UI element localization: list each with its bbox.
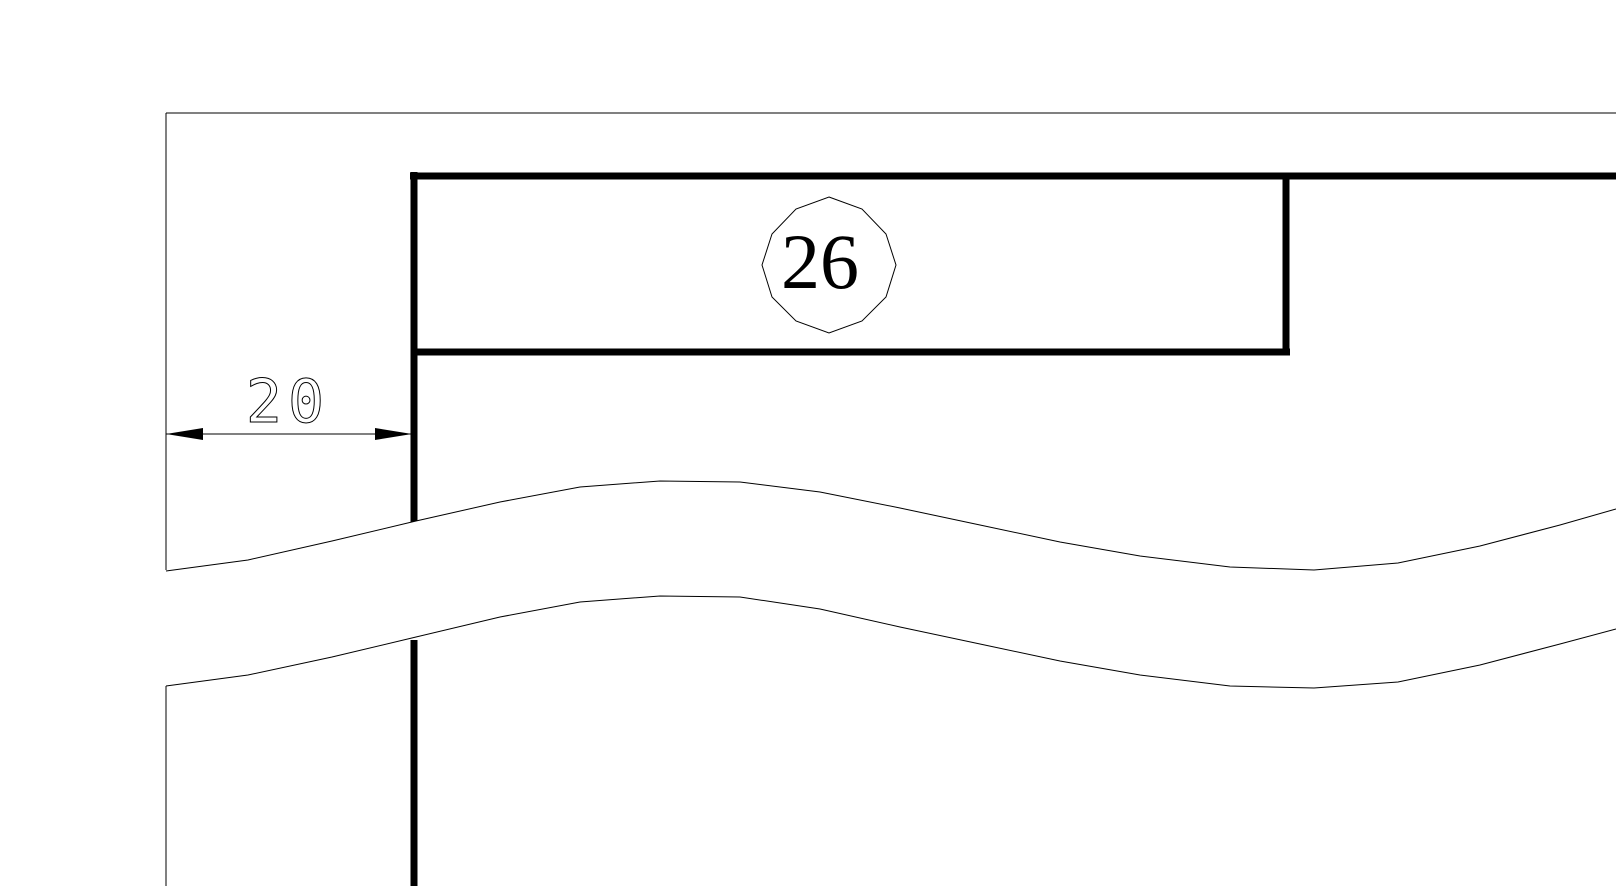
dimension-value: 20 <box>246 367 330 437</box>
break-line-lower <box>165 595 1616 689</box>
inner-frame <box>410 172 1616 886</box>
break-symbol <box>165 480 1616 689</box>
dimension-annotation: 20 <box>166 367 412 440</box>
callout-label: 26 <box>781 218 859 305</box>
dimension-arrow-right-icon <box>375 428 412 440</box>
outer-boundary <box>165 112 1616 886</box>
break-line-upper <box>165 480 1616 572</box>
break-band <box>166 481 1616 688</box>
dimension-arrow-left-icon <box>166 428 203 440</box>
callout-bubble: 26 <box>761 196 897 334</box>
callout-bubble-outline-icon <box>761 196 897 334</box>
